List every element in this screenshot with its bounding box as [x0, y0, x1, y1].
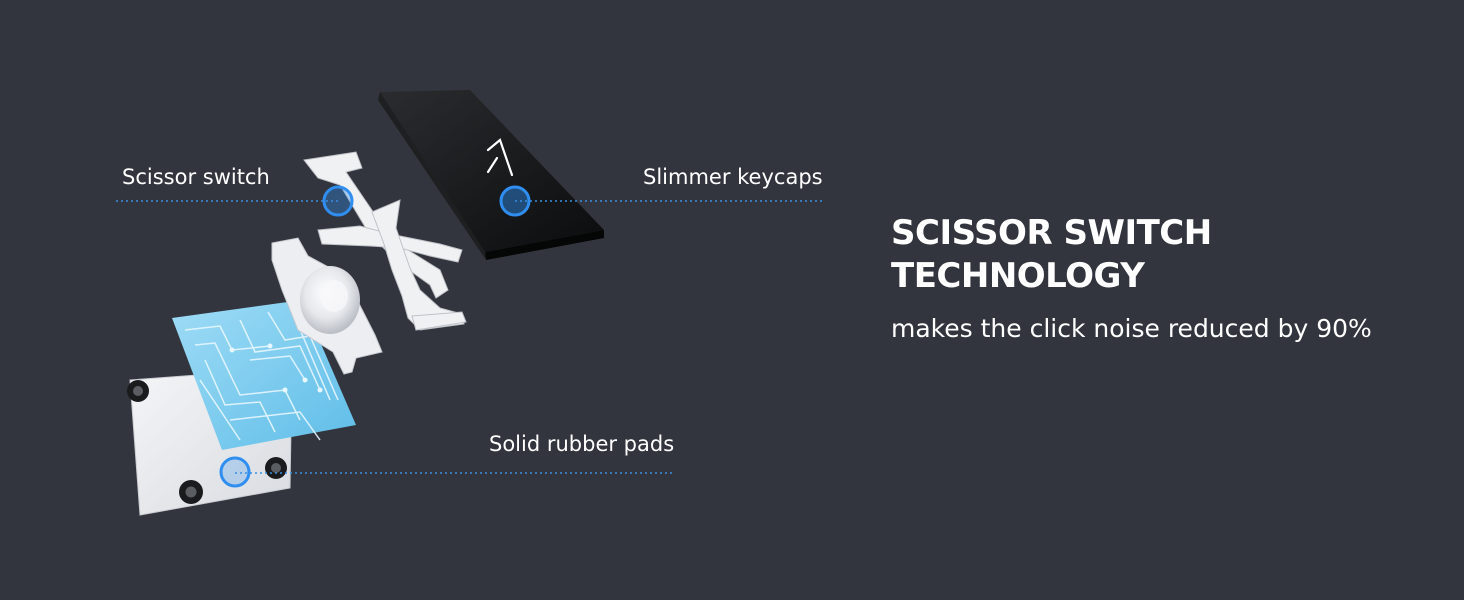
rubber-pad-icon [127, 380, 149, 402]
rubber-pad-icon [179, 480, 203, 504]
keycap [378, 90, 604, 260]
scissor-mechanism [303, 151, 467, 331]
slimmer-keycaps-label: Slimmer keycaps [643, 165, 823, 189]
headline: SCISSOR SWITCH TECHNOLOGY [891, 212, 1212, 298]
rubber-pads-label: Solid rubber pads [489, 432, 675, 456]
headline-line-2: TECHNOLOGY [891, 256, 1145, 296]
rubber-dome-layer [271, 237, 383, 375]
headline-line-1: SCISSOR SWITCH [891, 213, 1212, 253]
keycap-letter-a-icon [486, 138, 514, 177]
callout-marker [499, 185, 531, 217]
callout-marker [219, 456, 251, 488]
subheadline: makes the click noise reduced by 90% [891, 314, 1372, 343]
rubber-pad-icon [265, 457, 287, 479]
callout-lines [116, 200, 823, 474]
scissor-switch-label: Scissor switch [122, 165, 270, 189]
callout-marker [322, 185, 354, 217]
